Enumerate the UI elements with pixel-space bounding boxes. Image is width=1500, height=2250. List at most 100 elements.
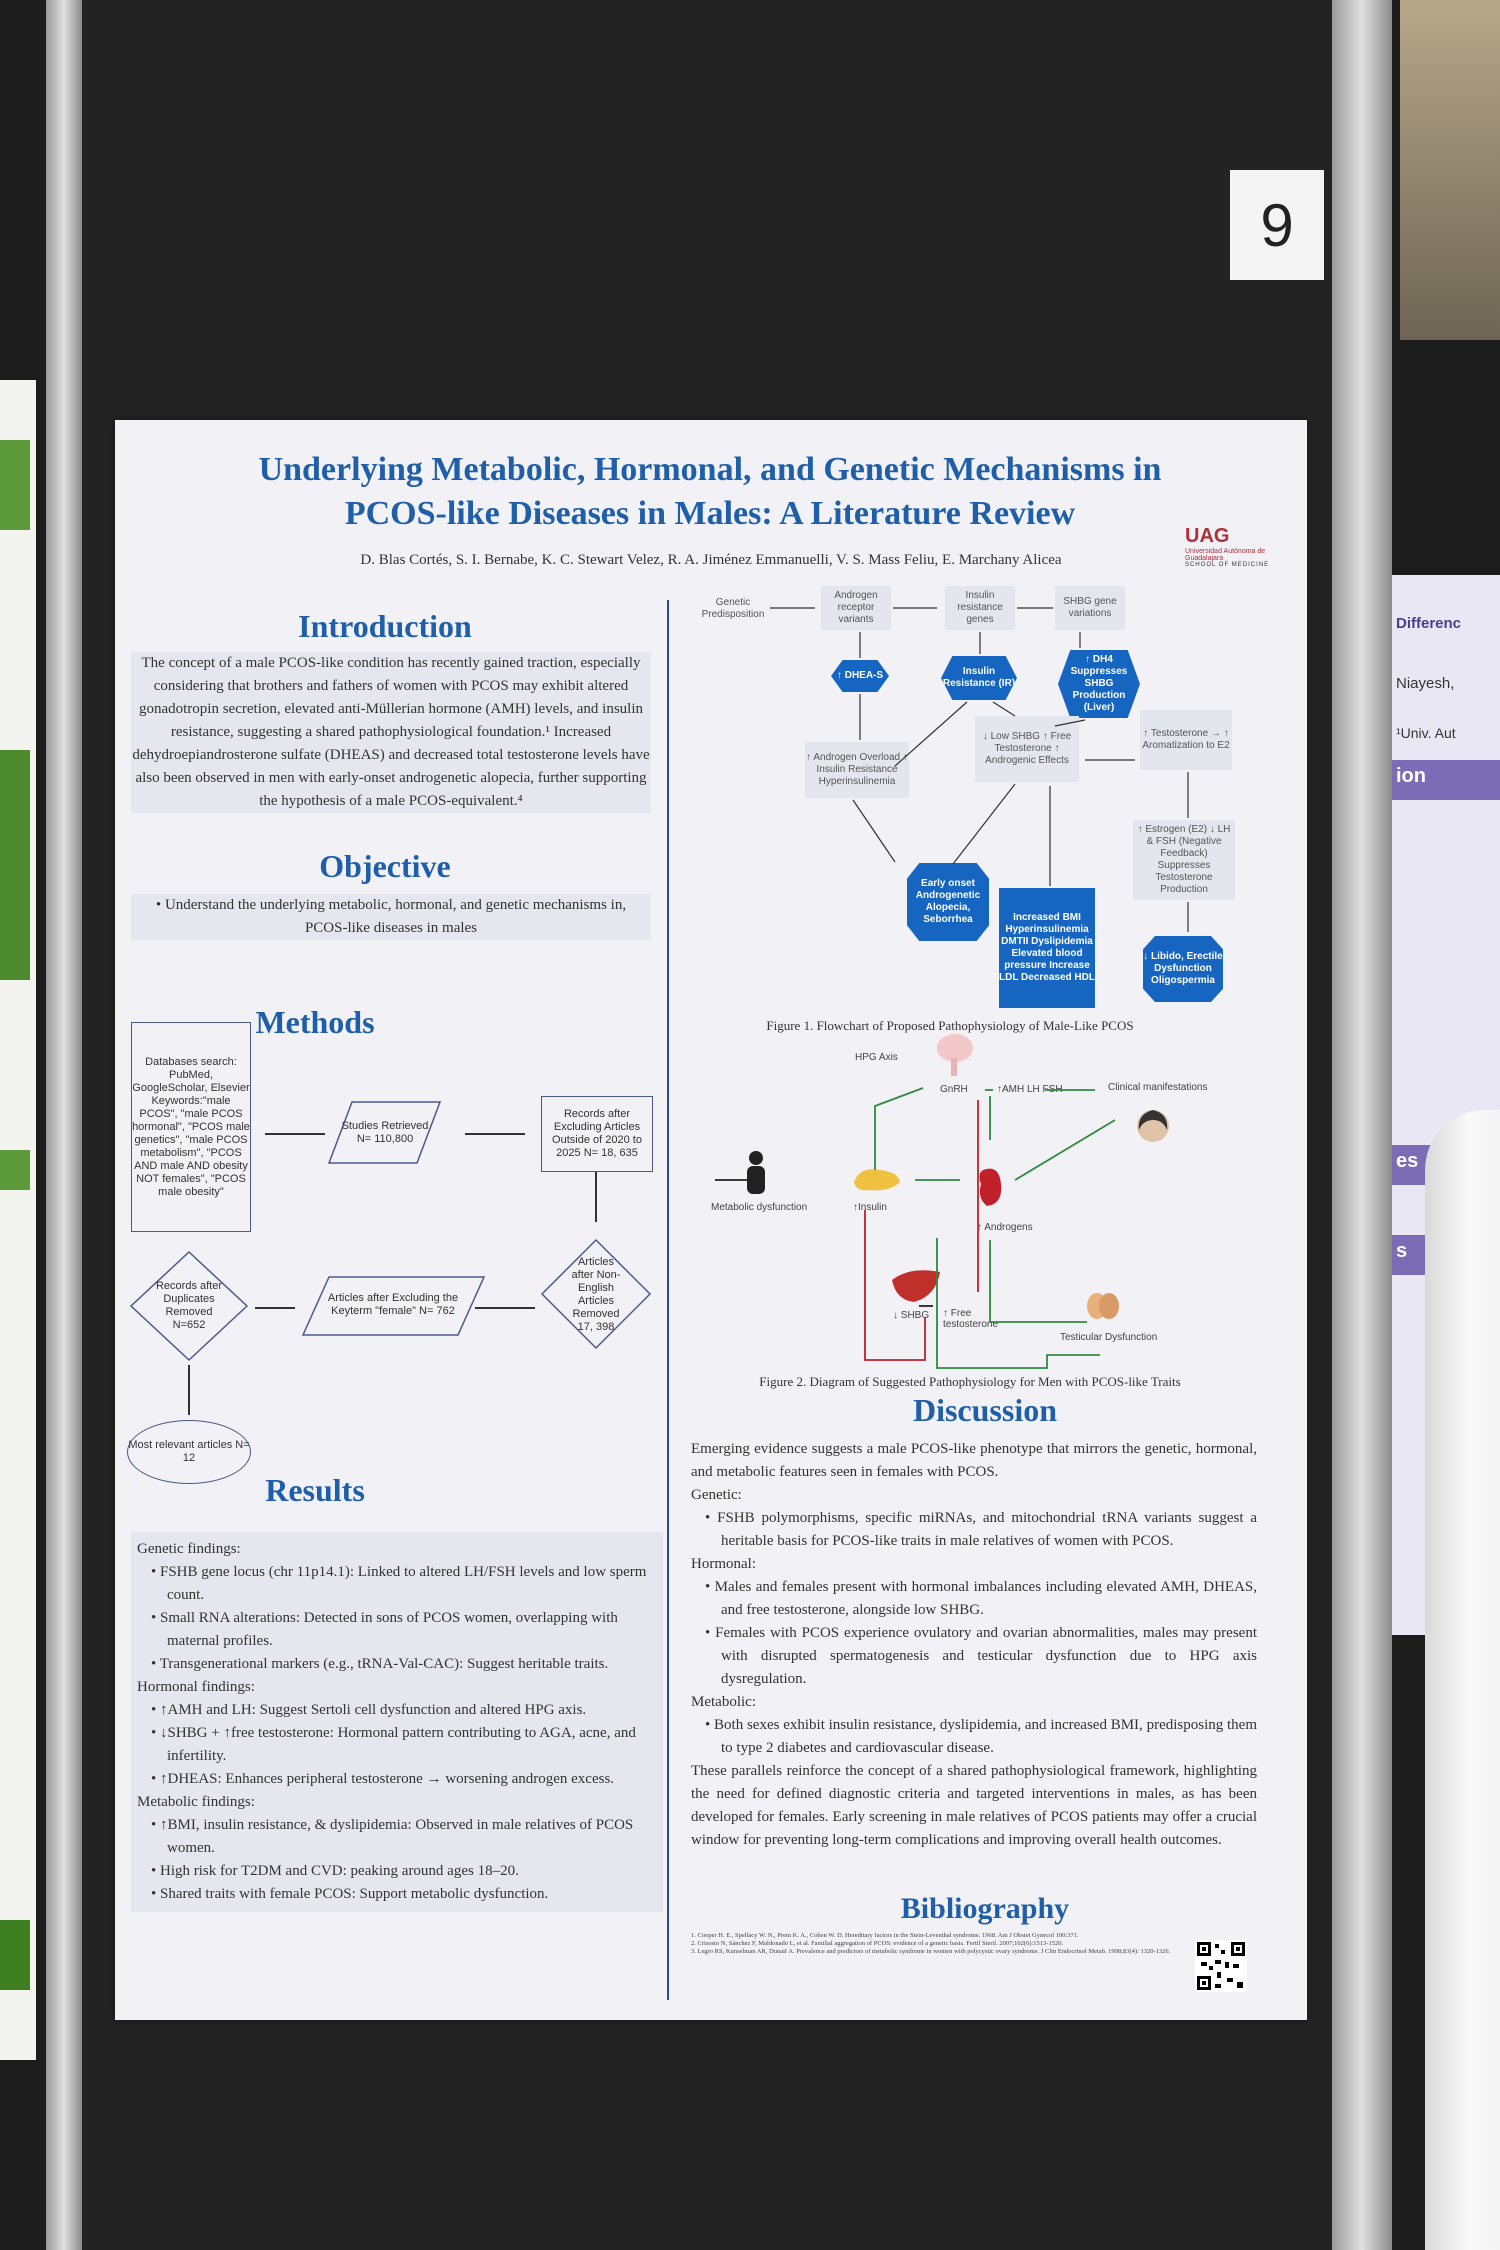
kidney-adrenal-icon (979, 1168, 1002, 1206)
background-wall (1400, 0, 1500, 340)
objective-heading: Objective (319, 848, 451, 884)
booth-number-sign: 9 (1230, 170, 1324, 280)
fig1-insulin-resistance: Insulin Resistance (IR) (941, 656, 1017, 700)
research-poster: Underlying Metabolic, Hormonal, and Gene… (115, 420, 1307, 2020)
discussion-bullet: • Females with PCOS experience ovulatory… (705, 1625, 1257, 1687)
fig1-androgen-overload: ↑ Androgen Overload ↑ Insulin Resistance… (805, 742, 909, 798)
studies-retrieved-shape (327, 1101, 442, 1164)
records-after-2020-box: Records after Excluding Articles Outside… (541, 1096, 653, 1172)
results-bullet: • ↑BMI, insulin resistance, & dyslipidem… (151, 1817, 634, 1856)
testes-icon (1087, 1293, 1119, 1319)
objective-text-body: Understand the underlying metabolic, hor… (164, 897, 627, 936)
fig1-genetic: Genetic Predisposition (701, 597, 765, 620)
fig2-metabolic-dysfunction: Metabolic dysfunction (711, 1202, 808, 1213)
db-search-box: Databases search: PubMed, GoogleScholar,… (131, 1022, 251, 1232)
results-bullet: • ↑DHEAS: Enhances peripheral testostero… (151, 1771, 615, 1787)
discussion-subheading: Emerging evidence suggests a male PCOS-l… (691, 1441, 1257, 1480)
fig1-metabolic: Increased BMI Hyperinsulinemia DMTII Dys… (999, 888, 1095, 1008)
introduction-text: The concept of a male PCOS-like conditio… (131, 652, 651, 813)
adjacent-poster-left (0, 380, 36, 2060)
results-list: Genetic findings: • FSHB gene locus (chr … (131, 1532, 663, 1912)
fig1-insulin-genes: Insulin resistance genes (945, 586, 1015, 630)
discussion-bullet: • FSHB polymorphisms, specific miRNAs, a… (705, 1510, 1257, 1549)
discussion-subheading: Genetic: (691, 1487, 742, 1503)
results-heading: Results (265, 1472, 365, 1508)
flow-arrow (255, 1307, 295, 1309)
non-english-shape (540, 1238, 652, 1350)
flow-arrow (265, 1133, 325, 1135)
results-bullet: • High risk for T2DM and CVD: peaking ar… (151, 1863, 519, 1879)
results-bullet: • ↓SHBG + ↑free testosterone: Hormonal p… (151, 1725, 636, 1764)
studies-retrieved-text: Studies Retrieved N= 110,800 (341, 1119, 429, 1145)
neighbor-text: Differenc (1396, 615, 1462, 632)
fig2-connector-arrows (715, 1087, 1116, 1369)
neighbor-heading: es (1396, 1150, 1419, 1172)
flow-arrow (188, 1365, 190, 1415)
results-bullet: • Transgenerational markers (e.g., tRNA-… (151, 1656, 609, 1672)
university-logo: UAG Universidad Autónoma de Guadalajara … (1185, 525, 1295, 568)
duplicates-text: Records after Duplicates Removed N=652 (155, 1280, 223, 1331)
fig1-alopecia: Early onset Androgenetic Alopecia, Sebor… (907, 863, 989, 941)
figure2-caption: Figure 2. Diagram of Suggested Pathophys… (759, 1374, 1181, 1389)
results-subheading: Hormonal findings: (137, 1679, 255, 1695)
duplicates-shape (129, 1250, 249, 1362)
flow-arrow (475, 1307, 535, 1309)
fig2-insulin: ↑Insulin (853, 1202, 887, 1213)
poster-title-line1: Underlying Metabolic, Hormonal, and Gene… (258, 451, 1162, 488)
discussion-subheading: These parallels reinforce the concept of… (691, 1763, 1257, 1848)
fig1-dheas: ↑ DHEA-S (831, 660, 889, 692)
bibliography-reference: 3. Legro RS, Kunselman AR, Dunaif A. Pre… (691, 1948, 1171, 1955)
flow-arrow (595, 1172, 597, 1222)
keyterm-female-text: Articles after Excluding the Keyterm "fe… (327, 1292, 459, 1317)
panel-frame-right (1332, 0, 1392, 2250)
results-subheading: Genetic findings: (137, 1541, 241, 1557)
fig1-low-shbg: ↓ Low SHBG ↑ Free Testosterone ↑ Androge… (975, 716, 1079, 782)
fig2-hpg-axis: HPG Axis (855, 1052, 898, 1063)
fig2-testicular-dysfunction: Testicular Dysfunction (1060, 1332, 1158, 1343)
fig1-androgen-receptor: Androgen receptor variants (821, 586, 891, 630)
neighbor-heading: s (1396, 1240, 1408, 1262)
most-relevant-ellipse: Most relevant articles N= 12 (127, 1420, 251, 1484)
discussion-bullet: • Males and females present with hormona… (705, 1579, 1257, 1618)
fig1-shbg-genes: SHBG gene variations (1055, 586, 1125, 630)
bibliography-reference: 1. Cooper H. E., Spellacy W. N., Prem K.… (691, 1932, 1079, 1939)
person-white-shirt (1425, 1110, 1500, 2250)
flow-arrow (465, 1133, 525, 1135)
column-divider (667, 600, 669, 2000)
discussion-subheading: Hormonal: (691, 1556, 756, 1572)
results-bullet: • Small RNA alterations: Detected in son… (151, 1610, 618, 1649)
logo-school: SCHOOL OF MEDICINE (1185, 562, 1270, 568)
logo-subtitle: Universidad Autónoma de Guadalajara (1185, 548, 1266, 562)
fig2-shbg: ↓ SHBG (893, 1310, 930, 1321)
fig1-libido: ↓ Libido, Erectile Dysfunction Oligosper… (1143, 936, 1223, 1002)
discussion-subheading: Metabolic: (691, 1694, 756, 1710)
figure1-caption: Figure 1. Flowchart of Proposed Pathophy… (766, 1018, 1134, 1033)
non-english-text: Articles after Non-English Articles Remo… (571, 1256, 621, 1333)
introduction-heading: Introduction (298, 608, 472, 644)
results-bullet: • FSHB gene locus (chr 11p14.1): Linked … (151, 1564, 647, 1603)
results-bullet: • Shared traits with female PCOS: Suppor… (151, 1886, 549, 1902)
fig2-clinical: Clinical manifestations (1108, 1082, 1208, 1093)
bibliography-list: 1. Cooper H. E., Spellacy W. N., Prem K.… (691, 1932, 1191, 1956)
neighbor-heading: ion (1396, 765, 1426, 787)
neighbor-text: ¹Univ. Aut (1396, 725, 1456, 741)
booth-number: 9 (1260, 191, 1294, 259)
poster-title-line2: PCOS-like Diseases in Males: A Literatur… (344, 495, 1076, 532)
objective-text: • Understand the underlying metabolic, h… (131, 894, 651, 940)
fig2-amh: ↑AMH LH FSH (997, 1084, 1063, 1095)
bibliography-heading: Bibliography (900, 1892, 1070, 1925)
discussion-bullet: • Both sexes exhibit insulin resistance,… (705, 1717, 1257, 1756)
logo-name: UAG (1185, 525, 1230, 547)
fig2-androgens: ↑ Androgens (977, 1222, 1033, 1233)
fig2-gnrh: GnRH (940, 1084, 968, 1095)
keyterm-female-shape (301, 1276, 486, 1336)
brain-icon (937, 1034, 973, 1076)
liver-icon (892, 1270, 940, 1302)
pancreas-icon (854, 1169, 900, 1191)
fig1-connector-arrows (770, 607, 1189, 932)
results-subheading: Metabolic findings: (137, 1794, 255, 1810)
panel-frame-left (46, 0, 82, 2250)
fig1-dh4: ↑ DH4 Suppresses SHBG Production (Liver) (1058, 650, 1140, 718)
balding-head-icon (1137, 1110, 1169, 1142)
fig1-aromatization: ↑ Testosterone → ↑ Aromatization to E2 (1140, 710, 1232, 770)
